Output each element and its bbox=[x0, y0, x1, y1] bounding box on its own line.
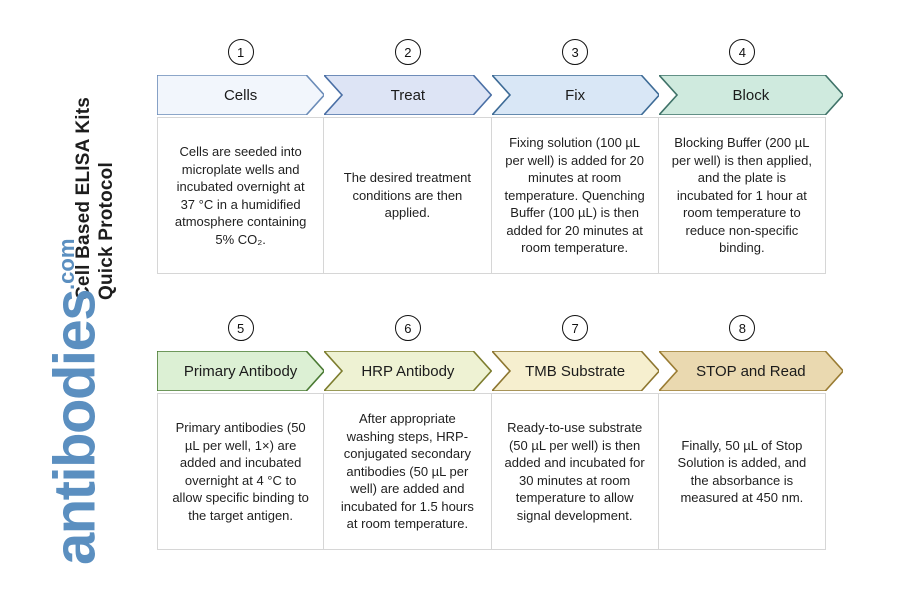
step-description-panel: After appropriate washing steps, HRP-con… bbox=[324, 393, 492, 550]
step-label: Primary Antibody bbox=[183, 362, 298, 380]
step-description-panel: Ready-to-use substrate (50 µL per well) … bbox=[491, 393, 659, 550]
chevron-shape bbox=[157, 351, 325, 391]
process-step-chevron[interactable]: Primary Antibody bbox=[157, 351, 325, 391]
step-description-panel: Primary antibodies (50 µL per well, 1×) … bbox=[157, 393, 325, 550]
step-label: Treat bbox=[390, 86, 426, 104]
chevron-shape bbox=[491, 75, 659, 115]
step-number-badge: 3 bbox=[562, 39, 589, 65]
process-step-chevron[interactable]: Cells bbox=[157, 75, 325, 115]
chevron-shape bbox=[491, 351, 659, 391]
step-description-panel: Cells are seeded into microplate wells a… bbox=[157, 117, 325, 274]
step-description-text: Cells are seeded into microplate wells a… bbox=[174, 144, 307, 247]
step-label: HRP Antibody bbox=[361, 362, 455, 380]
step-number-badge: 1 bbox=[227, 39, 254, 65]
chevron-shape bbox=[157, 75, 325, 115]
step-label: Fix bbox=[565, 86, 586, 104]
antibodies-logo: antibodies.com bbox=[38, 238, 108, 565]
step-description-text: Finally, 50 µL of Stop Solution is added… bbox=[677, 437, 807, 506]
step-description-panel: Blocking Buffer (200 µL per well) is the… bbox=[658, 117, 826, 274]
step-number-badge: 6 bbox=[394, 315, 421, 341]
step-number-badge: 2 bbox=[394, 39, 421, 65]
step-number-badge: 5 bbox=[227, 315, 254, 341]
step-description-panel: The desired treatment conditions are the… bbox=[324, 117, 492, 274]
step-description-text: Ready-to-use substrate (50 µL per well) … bbox=[504, 420, 645, 523]
step-number-badge: 7 bbox=[562, 315, 589, 341]
process-step-chevron[interactable]: TMB Substrate bbox=[491, 351, 659, 391]
step-description-panel: Fixing solution (100 µL per well) is add… bbox=[491, 117, 659, 274]
step-label: Cells bbox=[223, 86, 258, 104]
step-number-badge: 4 bbox=[729, 39, 756, 65]
chevron-shape bbox=[658, 351, 843, 391]
step-description-text: Primary antibodies (50 µL per well, 1×) … bbox=[172, 420, 309, 523]
step-description-panel: Finally, 50 µL of Stop Solution is added… bbox=[658, 393, 826, 550]
process-step-chevron[interactable]: STOP and Read bbox=[658, 351, 843, 391]
process-step-chevron[interactable]: HRP Antibody bbox=[324, 351, 492, 391]
step-label: STOP and Read bbox=[696, 362, 806, 380]
process-step-chevron[interactable]: Block bbox=[658, 75, 843, 115]
step-description-text: The desired treatment conditions are the… bbox=[343, 170, 471, 221]
process-step-chevron[interactable]: Treat bbox=[324, 75, 492, 115]
chevron-shape bbox=[658, 75, 843, 115]
step-label: Block bbox=[732, 86, 770, 104]
step-description-text: Fixing solution (100 µL per well) is add… bbox=[504, 135, 645, 256]
step-description-text: After appropriate washing steps, HRP-con… bbox=[340, 411, 474, 532]
chevron-shape bbox=[324, 75, 492, 115]
step-label: TMB Substrate bbox=[525, 362, 626, 380]
chevron-shape bbox=[324, 351, 492, 391]
step-description-text: Blocking Buffer (200 µL per well) is the… bbox=[671, 135, 812, 256]
step-number-badge: 8 bbox=[729, 315, 756, 341]
process-step-chevron[interactable]: Fix bbox=[491, 75, 659, 115]
logo-domain-suffix: .com bbox=[54, 238, 79, 290]
logo-wordmark: antibodies bbox=[42, 289, 108, 565]
